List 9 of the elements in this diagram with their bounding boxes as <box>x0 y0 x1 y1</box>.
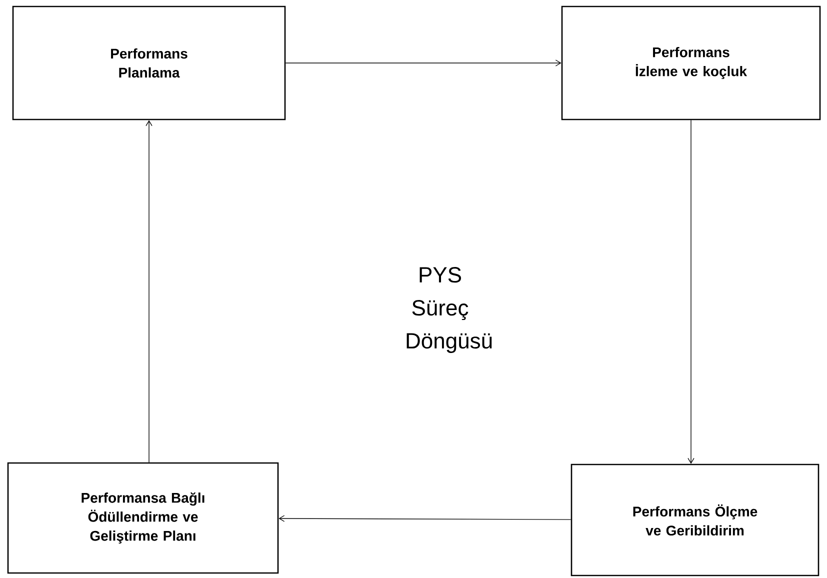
process-box: Performansa Bağlı Ödüllendirme ve Geliştirme Planı <box>7 462 279 574</box>
process-box: Performans Ölçme ve Geribildirim <box>570 464 820 576</box>
arrow <box>688 120 694 464</box>
process-box: Performans Planlama <box>12 6 286 120</box>
process-box: Performans İzleme ve koçluk <box>561 6 821 120</box>
arrow <box>285 60 562 66</box>
arrow <box>146 120 152 463</box>
center-label: PYS Süreç Döngüsü <box>406 267 492 353</box>
arrow <box>278 515 572 522</box>
